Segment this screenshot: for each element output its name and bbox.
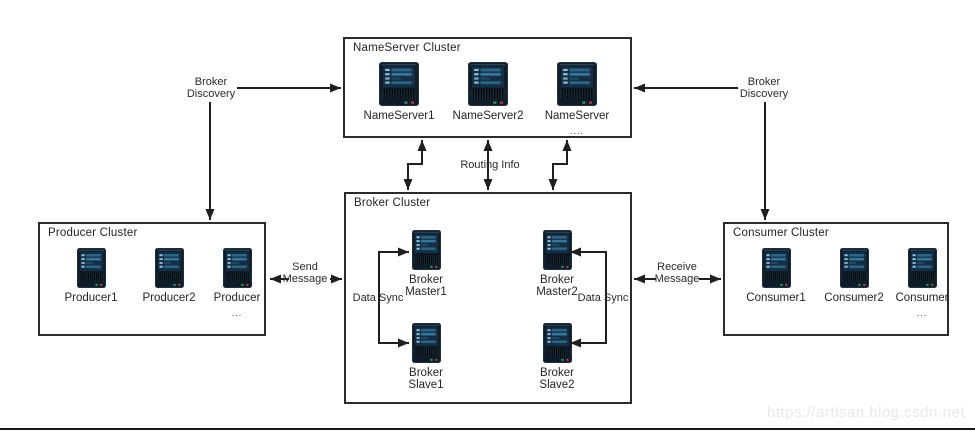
server-label: NameServer2 (452, 110, 524, 122)
server-icon (379, 62, 419, 106)
server-node-broker-slave2: Broker Slave2 (517, 323, 597, 391)
server-label: Consumer1 (746, 292, 806, 304)
server-label: Consumer2 (824, 292, 884, 304)
server-icon (542, 230, 572, 270)
server-node-consumer1: Consumer1 (736, 248, 816, 304)
data-sync-left-label: Data Sync (352, 292, 404, 304)
server-label: Producer (213, 292, 261, 304)
server-icon (468, 62, 508, 106)
server-node-consumer2: Consumer2 (814, 248, 894, 304)
ellipsis: ... (916, 308, 928, 318)
server-node-broker-master1: Broker Master1 (386, 230, 466, 298)
server-node-nameserver1: NameServer1 (354, 62, 444, 122)
server-label: Producer1 (64, 292, 118, 304)
ellipsis: .... (569, 126, 584, 136)
arrow-routing-info-right (548, 140, 572, 190)
arrow-routing-info-left (403, 140, 427, 190)
data-sync-right-label: Data Sync (577, 292, 629, 304)
server-node-broker-slave1: Broker Slave1 (386, 323, 466, 391)
routing-info-label: Routing Info (460, 159, 520, 171)
server-icon (222, 248, 252, 288)
server-node-nameserver-more: NameServer .... (532, 62, 622, 136)
server-icon (542, 323, 572, 363)
server-label: Broker Slave2 (539, 367, 575, 391)
server-label: Consumer (895, 292, 949, 304)
server-label: Producer2 (142, 292, 196, 304)
server-node-broker-master2: Broker Master2 (517, 230, 597, 298)
server-icon (154, 248, 184, 288)
server-label: Broker Master2 (536, 274, 578, 298)
server-label: NameServer1 (363, 110, 435, 122)
ellipsis: ... (231, 308, 243, 318)
server-node-consumer-more: Consumer ... (882, 248, 962, 318)
server-icon (557, 62, 597, 106)
server-node-nameserver2: NameServer2 (443, 62, 533, 122)
server-label: Broker Slave1 (408, 367, 444, 391)
server-label: Broker Master1 (405, 274, 447, 298)
server-icon (839, 248, 869, 288)
producer-cluster-title: Producer Cluster (48, 227, 138, 239)
server-label: NameServer (544, 110, 610, 122)
server-node-producer1: Producer1 (51, 248, 131, 304)
server-node-producer2: Producer2 (129, 248, 209, 304)
server-icon (411, 230, 441, 270)
bottom-divider (0, 428, 975, 430)
broker-discovery-left-label: Broker Discovery (186, 76, 236, 100)
receive-message-label: Receive Message (654, 261, 700, 285)
broker-discovery-right-label: Broker Discovery (739, 76, 789, 100)
server-node-producer-more: Producer ... (197, 248, 277, 318)
consumer-cluster-title: Consumer Cluster (733, 227, 829, 239)
send-message-label: Send Message (282, 261, 328, 285)
broker-cluster-title: Broker Cluster (354, 197, 431, 209)
server-icon (411, 323, 441, 363)
server-icon (761, 248, 791, 288)
watermark: https://artisan.blog.csdn.net (767, 404, 965, 421)
nameserver-cluster-title: NameServer Cluster (353, 42, 461, 54)
server-icon (907, 248, 937, 288)
server-icon (76, 248, 106, 288)
